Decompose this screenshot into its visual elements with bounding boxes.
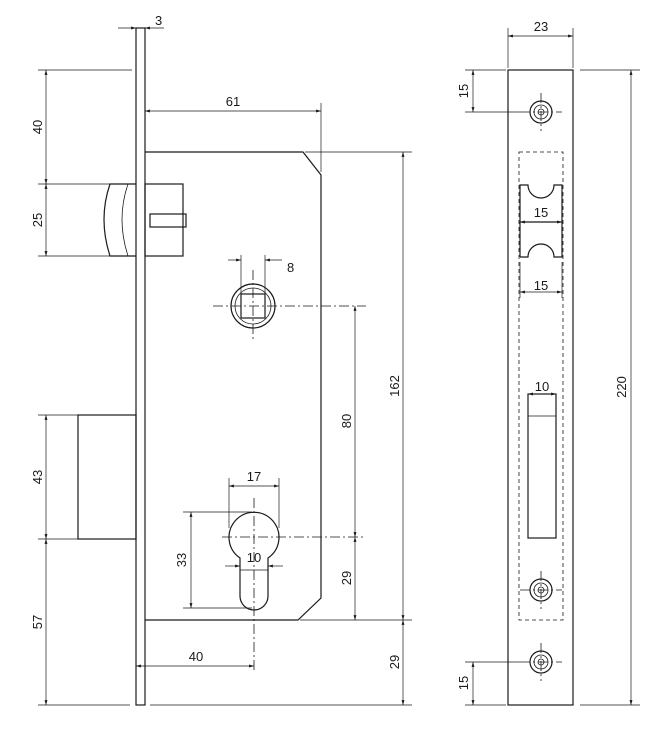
lock-case bbox=[145, 151, 322, 621]
dim-case-bottom-to-plate-bottom: 29 bbox=[150, 620, 412, 706]
dim-cylinder-width: 17 bbox=[228, 469, 280, 528]
dim-screw-bottom-offset-label: 15 bbox=[456, 676, 471, 690]
latch-bolt bbox=[103, 183, 187, 257]
dim-cylinder-neck: 10 bbox=[225, 550, 283, 568]
dim-cyl-to-case-bottom-label: 29 bbox=[339, 571, 354, 585]
dim-deadbolt-height: 43 bbox=[30, 415, 48, 539]
latch-opening bbox=[519, 184, 563, 258]
dim-case-bottom-to-plate-bottom-label: 29 bbox=[387, 655, 402, 669]
faceplate-front bbox=[507, 69, 574, 706]
dim-faceplate-thickness: 3 bbox=[118, 13, 164, 30]
screw-bottom bbox=[520, 643, 562, 681]
dim-latch-slot-width-2-label: 15 bbox=[534, 278, 548, 293]
dim-faceplate-height-label: 220 bbox=[614, 376, 629, 398]
dim-faceplate-thickness-label: 3 bbox=[155, 13, 162, 28]
cylinder-cutout bbox=[222, 498, 366, 672]
dim-backset: 40 bbox=[136, 649, 254, 668]
dim-backset-case: 61 bbox=[145, 94, 322, 172]
dim-latch-slot-width: 15 bbox=[520, 205, 562, 224]
dim-case-height: 162 bbox=[300, 151, 412, 621]
screw-middle bbox=[520, 571, 562, 609]
dim-top-to-latch: 40 bbox=[30, 70, 48, 184]
dim-backset-label: 40 bbox=[189, 649, 203, 664]
dim-backset-case-label: 61 bbox=[226, 94, 240, 109]
dim-top-to-latch-label: 40 bbox=[30, 120, 45, 134]
dim-faceplate-width-label: 23 bbox=[534, 19, 548, 34]
dim-deadbolt-height-label: 43 bbox=[30, 470, 45, 484]
screw-top bbox=[520, 93, 562, 131]
dim-bottom-to-deadbolt: 57 bbox=[30, 539, 48, 705]
dim-screw-top-offset-label: 15 bbox=[456, 84, 471, 98]
dim-bolt-slot-width: 10 bbox=[528, 379, 556, 396]
dim-spindle-square: 8 bbox=[228, 255, 294, 294]
dim-cylinder-width-label: 17 bbox=[247, 469, 261, 484]
dim-screw-top-offset: 15 bbox=[456, 69, 520, 113]
spindle-hub bbox=[213, 270, 366, 340]
dim-bolt-slot-width-label: 10 bbox=[535, 379, 549, 394]
front-view: 23 15 15 15 10 bbox=[456, 19, 640, 706]
dim-centre-distance-label: 80 bbox=[339, 414, 354, 428]
dim-cylinder-height-label: 33 bbox=[174, 553, 189, 567]
dim-spindle-square-label: 8 bbox=[287, 260, 294, 275]
dim-latch-height: 25 bbox=[30, 184, 48, 256]
dim-bottom-to-deadbolt-label: 57 bbox=[30, 615, 45, 629]
case-outline-hidden bbox=[518, 151, 564, 621]
side-view: 3 40 25 43 57 61 bbox=[30, 13, 412, 706]
dim-cylinder-height: 33 bbox=[174, 511, 252, 609]
dim-faceplate-height: 220 bbox=[580, 69, 640, 706]
deadbolt bbox=[77, 414, 137, 540]
faceplate-side bbox=[135, 27, 146, 706]
dim-centre-distance: 80 bbox=[339, 306, 357, 537]
dim-case-height-label: 162 bbox=[387, 375, 402, 397]
dim-latch-slot-width-2: 15 bbox=[519, 262, 563, 298]
dim-cyl-to-case-bottom: 29 bbox=[339, 537, 357, 620]
dim-latch-height-label: 25 bbox=[30, 213, 45, 227]
dim-faceplate-width: 23 bbox=[507, 19, 574, 68]
dim-cylinder-neck-label: 10 bbox=[247, 550, 261, 565]
dim-screw-bottom-offset: 15 bbox=[456, 661, 520, 706]
dim-latch-slot-width-label: 15 bbox=[534, 205, 548, 220]
